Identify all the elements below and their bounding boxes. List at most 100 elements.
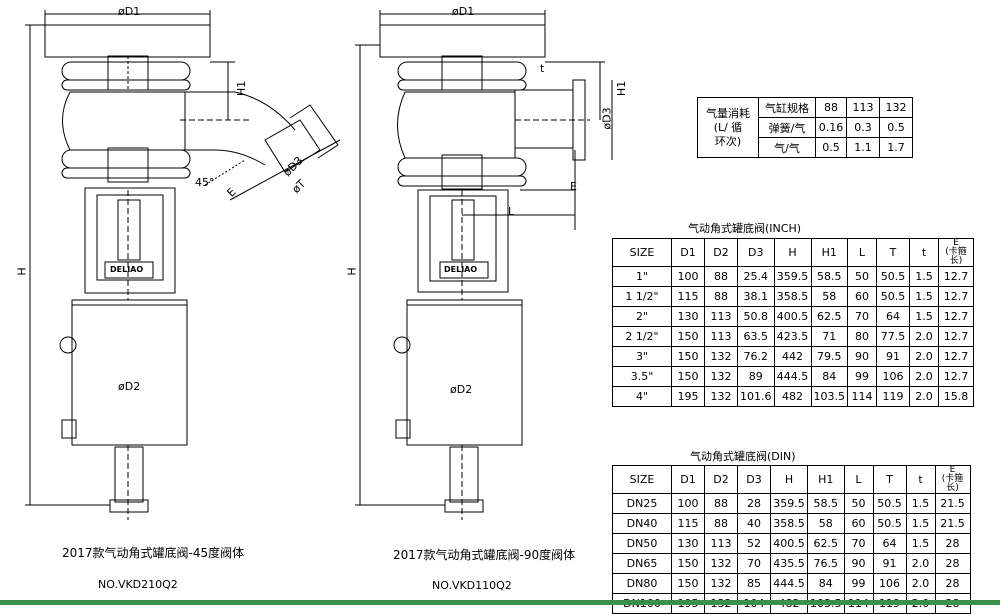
inch-cell: 12.7 xyxy=(938,346,974,367)
inch-cell: 132 xyxy=(704,386,738,407)
din-cell: 444.5 xyxy=(770,573,808,594)
din-cell: 62.5 xyxy=(807,533,845,554)
inch-cell: 132 xyxy=(704,346,738,367)
inch-cell: 15.8 xyxy=(938,386,974,407)
inch-cell: 12.7 xyxy=(938,326,974,347)
din-cell: 50.5 xyxy=(872,493,907,514)
inch-cell: 77.5 xyxy=(876,326,910,347)
din-cell: 113 xyxy=(704,533,738,554)
left-brand-plate: DELIAO xyxy=(110,265,144,274)
inch-cell: 113 xyxy=(704,306,738,327)
inch-cell: 119 xyxy=(876,386,910,407)
inch-cell: 3.5" xyxy=(612,366,672,387)
din-cell: 132 xyxy=(704,553,738,574)
din-cell: 21.5 xyxy=(934,513,971,534)
inch-cell: 130 xyxy=(671,306,705,327)
inch-cell: 2 1/2" xyxy=(612,326,672,347)
din-cell: 132 xyxy=(704,573,738,594)
inch-cell: 90 xyxy=(847,346,877,367)
right-dim-l: L xyxy=(508,205,515,218)
din-cell: 130 xyxy=(671,533,705,554)
inch-table-title: 气动角式罐底阀(INCH) xyxy=(688,222,802,235)
left-dim-d1: øD1 xyxy=(118,5,141,18)
din-cell: DN40 xyxy=(612,513,672,534)
right-brand-plate: DELIAO xyxy=(444,265,478,274)
right-dim-h1: H1 xyxy=(615,80,629,97)
inch-cell: 195 xyxy=(671,386,705,407)
inch-cell: 70 xyxy=(847,306,877,327)
din-cell: 50 xyxy=(843,493,874,514)
inch-cell: 113 xyxy=(704,326,738,347)
din-cell: 1.5 xyxy=(905,513,936,534)
right-model-no: NO.VKD110Q2 xyxy=(432,579,512,592)
din-cell: 58.5 xyxy=(807,493,845,514)
inch-cell: 62.5 xyxy=(810,306,848,327)
air-consumption-table: 气量消耗 (L/ 循 环次) 气缸规格 88 113 132 弹簧/气 0.16… xyxy=(697,97,913,158)
left-caption: 2017款气动角式罐底阀-45度阀体 xyxy=(62,546,245,560)
inch-cell: 79.5 xyxy=(810,346,848,367)
inch-cell: 50.8 xyxy=(737,306,775,327)
inch-cell: 444.5 xyxy=(773,366,812,387)
inch-cell: 99 xyxy=(847,366,877,387)
din-cell: 28 xyxy=(737,493,771,514)
inch-cell: 50.5 xyxy=(876,266,910,287)
din-cell: 60 xyxy=(843,513,874,534)
inch-cell: 4" xyxy=(612,386,672,407)
din-cell: 400.5 xyxy=(770,533,808,554)
inch-cell: 2.0 xyxy=(909,346,939,367)
din-cell: 70 xyxy=(737,553,771,574)
din-cell: 90 xyxy=(843,553,874,574)
left-dim-h1: H1 xyxy=(235,80,249,97)
din-cell: 21.5 xyxy=(934,493,971,514)
din-cell: 88 xyxy=(704,513,738,534)
left-dim-h: H xyxy=(15,267,29,276)
din-cell: 40 xyxy=(737,513,771,534)
inch-cell: 76.2 xyxy=(737,346,775,367)
inch-cell: 12.7 xyxy=(938,266,974,287)
inch-cell: 91 xyxy=(876,346,910,367)
right-dim-e: E xyxy=(570,180,577,193)
din-cell: 70 xyxy=(843,533,874,554)
inch-cell: 358.5 xyxy=(773,286,812,307)
din-cell: 1.5 xyxy=(905,533,936,554)
inch-cell: 50.5 xyxy=(876,286,910,307)
inch-cell: 150 xyxy=(671,326,705,347)
din-cell: 84 xyxy=(807,573,845,594)
inch-cell: 12.7 xyxy=(938,306,974,327)
inch-cell: 84 xyxy=(810,366,848,387)
din-cell: 99 xyxy=(843,573,874,594)
din-cell: 88 xyxy=(704,493,738,514)
inch-cell: 482 xyxy=(773,386,812,407)
inch-cell: 71 xyxy=(810,326,848,347)
din-header-e: E (卡箍长) xyxy=(934,465,971,494)
inch-cell: 1.5 xyxy=(909,306,939,327)
din-cell: 2.0 xyxy=(905,553,936,574)
din-cell: 91 xyxy=(872,553,907,574)
inch-cell: 88 xyxy=(704,286,738,307)
right-dim-h: H xyxy=(345,267,359,276)
inch-cell: 114 xyxy=(847,386,877,407)
right-dim-d1: øD1 xyxy=(452,5,475,18)
inch-cell: 25.4 xyxy=(737,266,775,287)
din-cell: DN50 xyxy=(612,533,672,554)
din-cell: 106 xyxy=(872,573,907,594)
left-dim-d2: øD2 xyxy=(118,380,141,393)
inch-cell: 38.1 xyxy=(737,286,775,307)
right-dim-d3: øD3 xyxy=(600,107,614,130)
inch-cell: 50 xyxy=(847,266,877,287)
right-dim-d2: øD2 xyxy=(450,383,473,396)
left-dim-angle: 45° xyxy=(195,176,215,189)
inch-cell: 1.5 xyxy=(909,286,939,307)
inch-cell: 88 xyxy=(704,266,738,287)
